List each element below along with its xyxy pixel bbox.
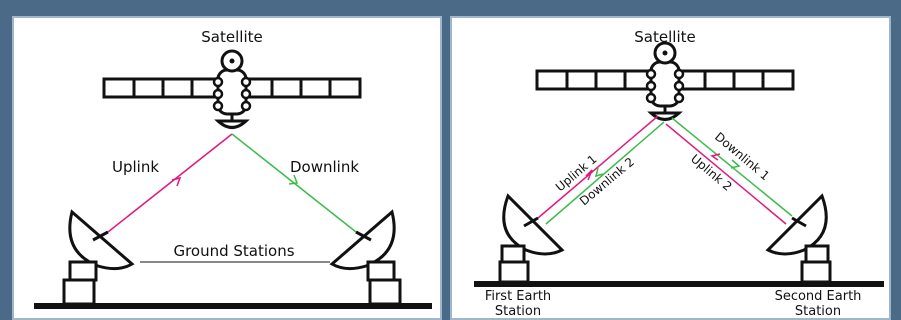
second-station-label-line1: Second Earth [775,289,862,304]
first-station-label-line2: Station [495,304,541,319]
downlink2-line [545,121,665,225]
uplink2-line [665,123,787,225]
downlink-label: Downlink [290,158,359,176]
second-earth-station-icon [765,193,832,284]
satellite-icon-right [535,41,795,121]
ground-stations-label: Ground Stations [173,242,294,260]
uplink1-line [537,115,659,219]
satellite-icon [102,49,362,129]
uplink-label: Uplink [112,158,159,176]
first-earth-station-icon [498,193,565,284]
downlink2-arrow-icon [594,167,604,178]
uplink2-arrow-icon [710,153,721,161]
second-station-label-line2: Station [795,304,841,319]
first-station-label-line1: First Earth [485,289,551,304]
satellite-label-right: Satellite [634,28,695,46]
uplink-arrow-icon [171,176,182,187]
uplink1-arrow-icon [585,169,593,181]
ground-label-bg [150,240,318,260]
downlink1-arrow-icon [730,159,741,169]
satellite-label: Satellite [201,28,262,46]
downlink-arrow-icon [288,174,299,185]
uplink2-label: Uplink 2 [688,152,735,194]
ground-station-left-icon [62,209,135,306]
uplink-line [107,133,233,233]
ground-station-right-icon [329,209,402,306]
